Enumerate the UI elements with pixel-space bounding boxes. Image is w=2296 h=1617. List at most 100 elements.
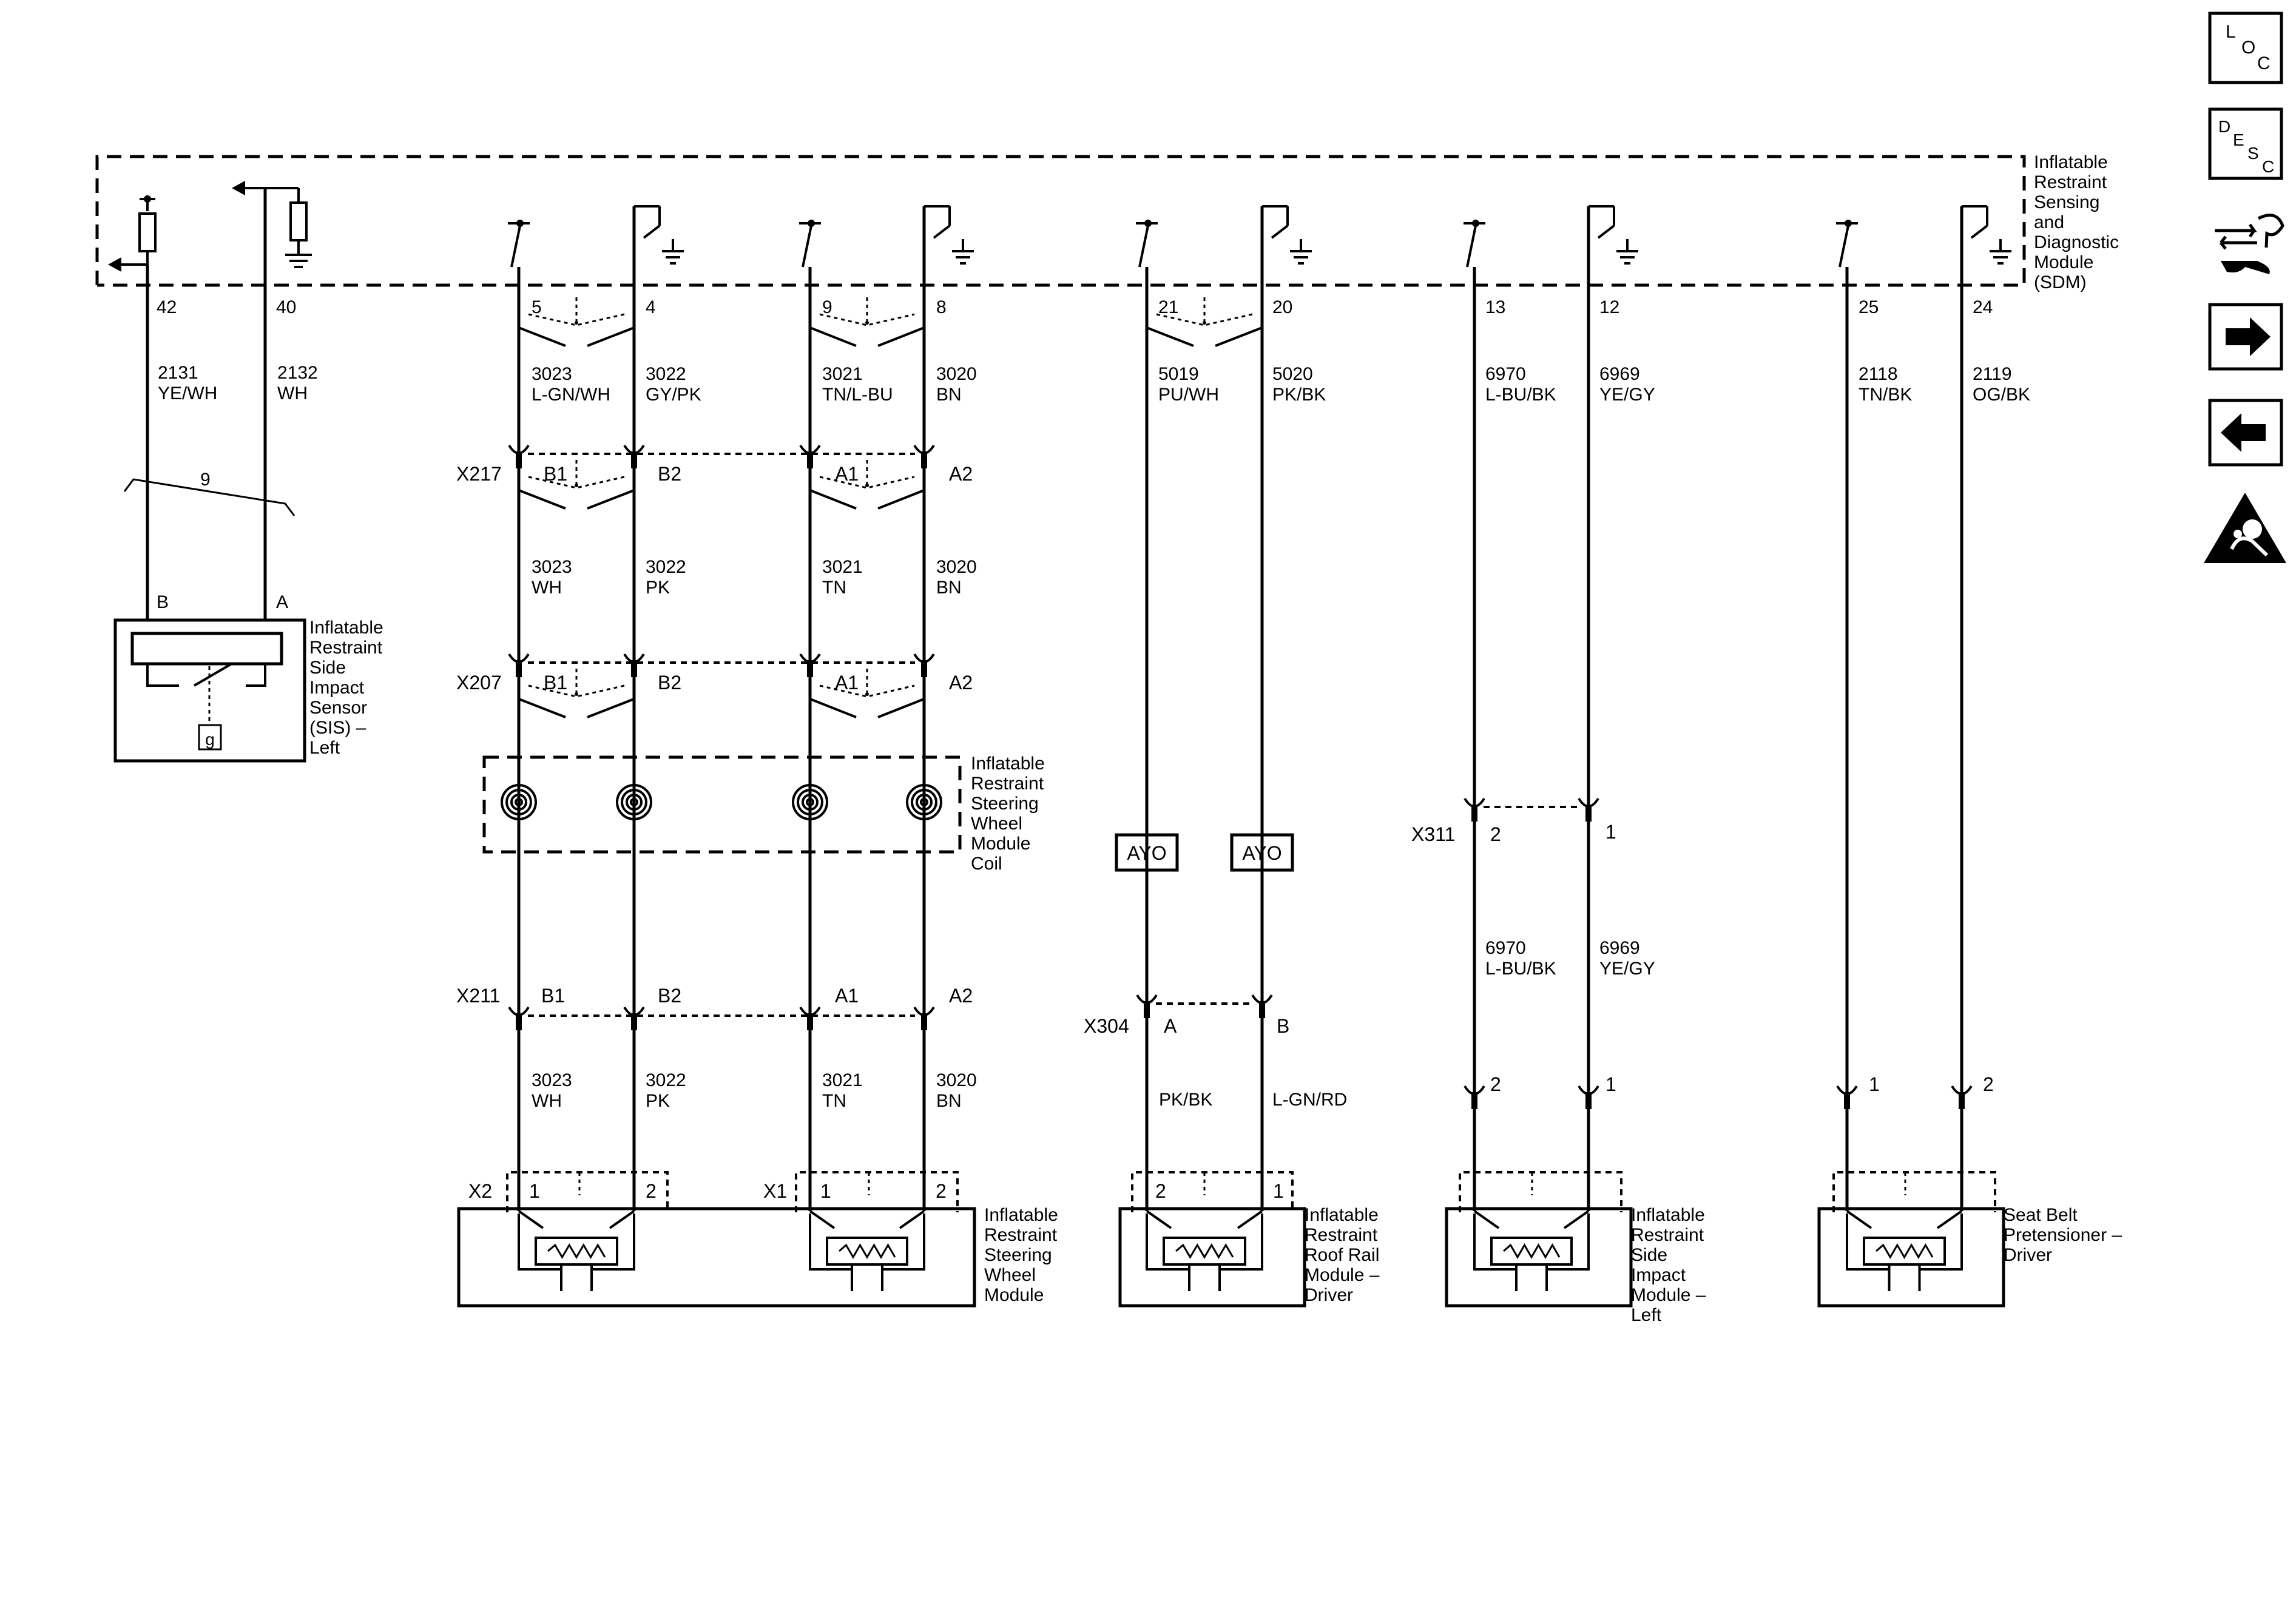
coil-winding [515, 798, 523, 806]
svg-text:PK/BK: PK/BK [1272, 385, 1326, 405]
svg-text:Module –: Module – [1631, 1285, 1706, 1305]
svg-text:B1: B1 [544, 672, 567, 694]
desc-button-frame[interactable] [2208, 107, 2283, 180]
connector-pin [1259, 1001, 1265, 1018]
svg-text:Wheel: Wheel [971, 814, 1022, 834]
svg-text:Module: Module [984, 1285, 1044, 1305]
switch-blade [1838, 225, 1849, 268]
squib-resistor [547, 1243, 606, 1259]
svg-text:X2: X2 [468, 1180, 492, 1202]
previous-page-button[interactable] [2208, 399, 2283, 467]
sis-sensor-box [113, 618, 306, 763]
svg-text:WH: WH [532, 578, 562, 598]
svg-text:X304: X304 [1084, 1015, 1129, 1037]
svg-text:2: 2 [1155, 1180, 1166, 1202]
coil-winding [630, 798, 638, 806]
svg-text:C: C [2257, 53, 2271, 73]
svg-text:YE/WH: YE/WH [158, 383, 217, 403]
belt-module-label: Seat Belt Pretensioner – Driver [2004, 1205, 2122, 1265]
side-module-label: Inflatable Restraint Side Impact Module … [1631, 1205, 1706, 1325]
svg-text:6969: 6969 [1599, 938, 1640, 958]
coil-winding [797, 789, 823, 815]
ayo-splice-1 [1115, 833, 1179, 872]
pin-24: 24 [1973, 297, 1993, 317]
svg-text:1: 1 [529, 1180, 540, 1202]
sis-wire-labels: 2131 YE/WH 2132 WH [158, 363, 318, 403]
shorting-dot [865, 692, 869, 696]
svg-text:A2: A2 [949, 463, 973, 485]
svg-text:Module –: Module – [1305, 1265, 1380, 1285]
squib-resistor [839, 1243, 896, 1260]
svg-text:1: 1 [1606, 821, 1616, 843]
airbag-warning-icon[interactable] [2204, 493, 2286, 563]
switch-arm [643, 224, 661, 239]
steering-circuit: 3023 L-GN/WH 3022 GY/PK 3021 TN/L-BU 302… [456, 206, 1058, 1308]
svg-text:3021: 3021 [822, 557, 863, 577]
svg-text:2131: 2131 [158, 363, 198, 383]
svg-text:BN: BN [936, 385, 962, 405]
svg-text:TN/BK: TN/BK [1859, 385, 1912, 405]
connector-x217: X217 B1 B2 A1 A2 [456, 453, 973, 485]
coil-label: Inflatable Restraint Steering Wheel Modu… [971, 754, 1045, 874]
svg-text:3023: 3023 [532, 364, 572, 384]
squib-lead [518, 1210, 544, 1229]
svg-text:X207: X207 [456, 672, 502, 694]
connector-pin [516, 451, 522, 468]
svg-text:B1: B1 [544, 463, 567, 485]
connector-pin [1471, 1092, 1477, 1109]
svg-text:L-BU/BK: L-BU/BK [1485, 959, 1556, 979]
svg-text:A2: A2 [949, 672, 973, 694]
svg-text:2118: 2118 [1859, 364, 1898, 384]
coil-winding [911, 789, 937, 815]
svg-text:D: D [2218, 117, 2230, 136]
svg-text:Seat Belt: Seat Belt [2004, 1205, 2078, 1225]
side-conn: 2 1 [1459, 1073, 1622, 1212]
switch-pivot [808, 220, 815, 227]
connector-pin [807, 451, 813, 468]
squib-resistor [1503, 1243, 1561, 1260]
svg-text:L-BU/BK: L-BU/BK [1485, 385, 1556, 405]
svg-text:Driver: Driver [2004, 1245, 2052, 1265]
svg-text:BN: BN [936, 578, 962, 598]
shorting-bar [587, 489, 635, 510]
svg-text:WH: WH [277, 383, 308, 403]
seat-belt-circuit: 2118 TN/BK 2119 OG/BK 1 2 Seat Belt Pret… [1817, 206, 2122, 1308]
squib-lead [592, 1214, 635, 1271]
belt-conn: 1 2 [1832, 1073, 1996, 1212]
connector-tool-icon[interactable] [2215, 214, 2284, 274]
squib-lead [609, 1210, 635, 1229]
svg-text:3021: 3021 [822, 364, 863, 384]
squib-body [826, 1237, 908, 1266]
loc-button-frame[interactable] [2208, 12, 2283, 84]
svg-text:WH: WH [532, 1091, 562, 1111]
connector-pin [1585, 805, 1592, 822]
roof-sdm-wire-labels: 5019 PU/WH 5020 PK/BK [1158, 364, 1326, 405]
svg-text:Sensing: Sensing [2034, 192, 2099, 212]
svg-text:Restraint: Restraint [971, 774, 1044, 794]
svg-text:2: 2 [1983, 1073, 1994, 1095]
sdm-internal-sis [108, 181, 312, 272]
connector-x2: X2 1 2 [468, 1171, 669, 1212]
connector-x311: X311 2 1 [1411, 806, 1616, 845]
svg-text:5020: 5020 [1272, 364, 1313, 384]
svg-text:2: 2 [1490, 1073, 1501, 1095]
shorting-bar [587, 698, 635, 718]
coil-winding [792, 784, 828, 820]
next-page-button[interactable] [2208, 303, 2283, 371]
squib-body [535, 1237, 618, 1266]
switch-blade [1138, 225, 1149, 268]
svg-text:L: L [2226, 22, 2236, 42]
svg-text:Driver: Driver [1305, 1285, 1353, 1305]
squib-resistor [1876, 1243, 1934, 1259]
squib-lead [1473, 1214, 1516, 1271]
shorting-link [528, 476, 625, 489]
roof-module-connector: 2 1 [1131, 1171, 1294, 1212]
loc-button[interactable]: L O C [2208, 12, 2283, 84]
squib-lead [809, 1214, 852, 1271]
desc-button[interactable]: D E S C [2208, 107, 2283, 180]
squib-lead [1146, 1214, 1189, 1271]
svg-text:B: B [157, 592, 169, 612]
svg-text:TN/L-BU: TN/L-BU [822, 385, 893, 405]
squib-lead [1846, 1214, 1889, 1271]
